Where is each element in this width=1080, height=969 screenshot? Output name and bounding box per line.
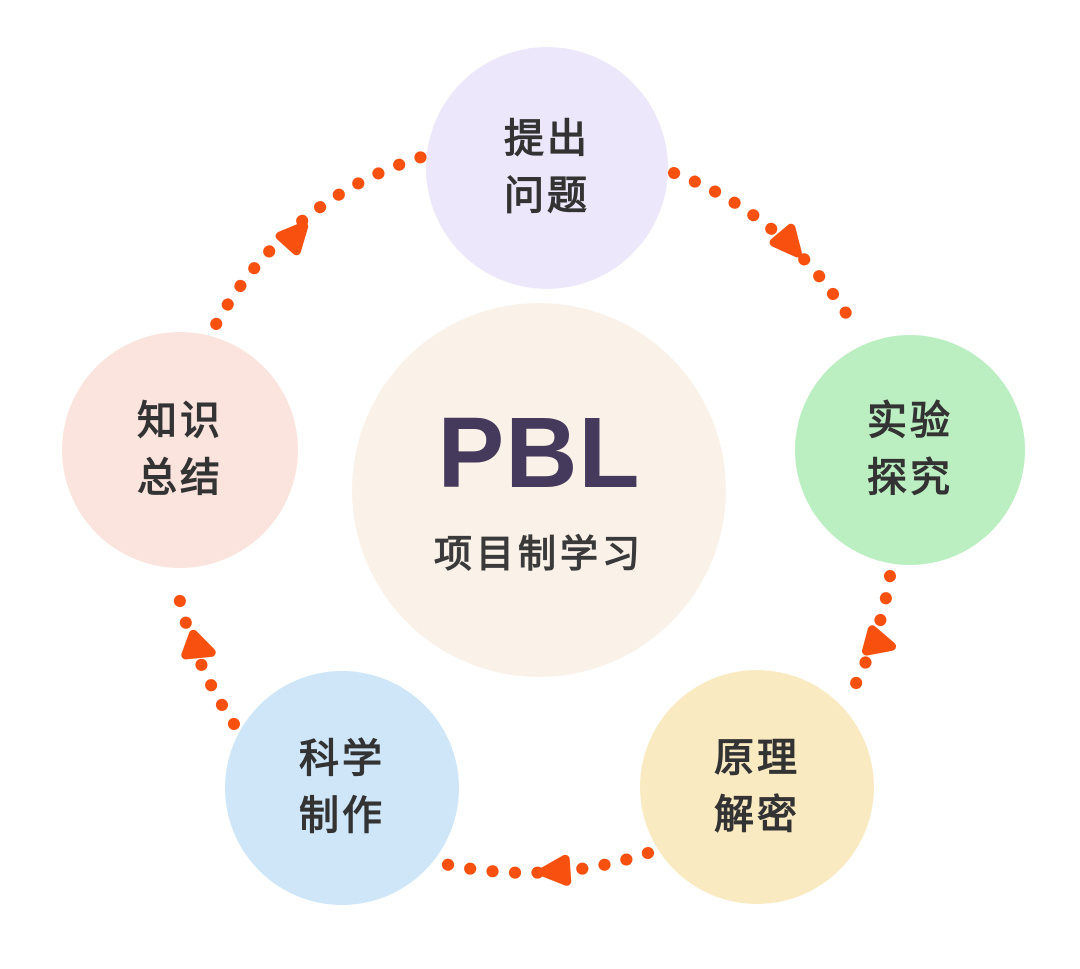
circle-experiment-explore-label: 实验 探究	[867, 399, 953, 500]
center-subtitle: 项目制学习	[433, 533, 644, 576]
center-circle-pbl: PBL 项目制学习	[352, 303, 726, 677]
arc-top-to-right	[668, 167, 862, 336]
arrowhead-left-to-top	[275, 221, 309, 256]
center-title: PBL	[437, 396, 641, 509]
circle-principle-decode-label: 原理 解密	[714, 736, 800, 837]
circle-experiment-explore: 实验 探究	[795, 335, 1025, 565]
arc-left-to-top	[200, 148, 438, 350]
circle-pose-question: 提出 问题	[426, 47, 668, 289]
circle-pose-question-label: 提出 问题	[504, 117, 590, 218]
arrowhead-bottomleft-to-left	[181, 629, 216, 660]
circle-principle-decode: 原理 解密	[640, 670, 874, 904]
circle-science-making-label: 科学 制作	[299, 737, 385, 838]
arrowheads	[181, 221, 897, 886]
arrowhead-top-to-right	[769, 223, 802, 258]
circle-knowledge-summary-label: 知识 总结	[137, 399, 223, 500]
arc-bottomleft-to-left	[171, 582, 240, 730]
arrowhead-bottomright-to-bottomleft	[538, 854, 572, 886]
arc-bottomright-to-bottomleft	[422, 847, 654, 879]
circle-knowledge-summary: 知识 总结	[62, 332, 298, 568]
circle-science-making: 科学 制作	[225, 671, 459, 905]
arrowhead-right-to-bottomright	[861, 625, 897, 656]
